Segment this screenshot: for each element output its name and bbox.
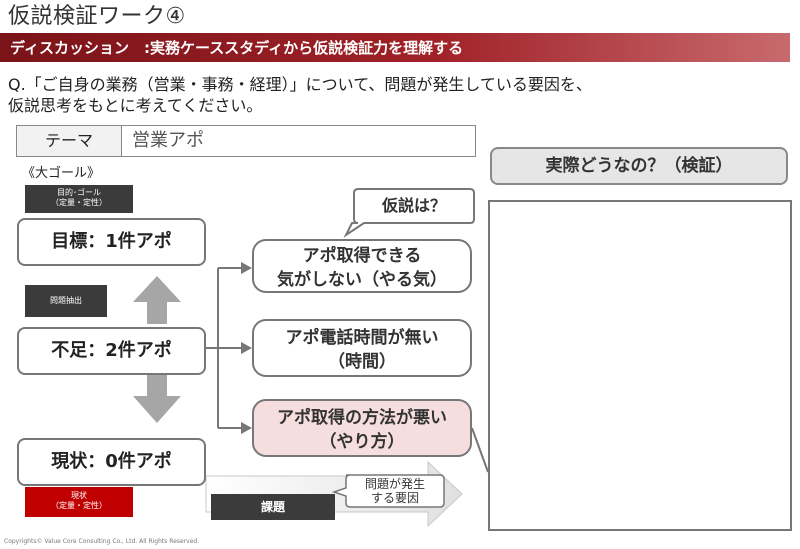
kadai-label: 課題 — [211, 494, 335, 520]
current-box: 現状：0件アポ — [17, 438, 206, 486]
hypothesis-line-1: アポ電話時間が無い — [285, 328, 439, 348]
current-tag-line-2: （定量・定性） — [51, 501, 107, 510]
cause-bubble-line-1: 問題が発生 — [364, 477, 425, 491]
verify-link-line — [471, 427, 489, 473]
goal-box: 目標：1件アポ — [17, 218, 206, 266]
hypothesis-bubble-shape — [343, 188, 475, 238]
hypothesis-line-2: 気がしない（やる気） — [277, 270, 447, 290]
arrow-head-icon — [241, 262, 252, 274]
theme-value: 営業アポ — [132, 130, 204, 151]
hypothesis-method: アポ取得の方法が悪い （やり方） — [252, 399, 472, 457]
up-down-arrow-icon — [133, 276, 181, 423]
goal-tag: 目的･ゴール （定量・定性） — [25, 185, 133, 213]
theme-label: テーマ — [17, 126, 122, 156]
goal-tag-line-1: 目的･ゴール — [57, 188, 101, 197]
arrow-head-icon — [241, 422, 252, 434]
hypothesis-line-2: （やり方） — [319, 432, 405, 452]
banner-text: ディスカッション :実務ケーススタディから仮説検証力を理解する — [10, 39, 464, 57]
current-tag: 現状 （定量・定性） — [25, 487, 133, 517]
verify-area[interactable] — [488, 200, 792, 531]
hypothesis-time: アポ電話時間が無い （時間） — [252, 319, 472, 377]
hypothesis-bubble: 仮説は？ — [381, 196, 446, 215]
hypothesis-line-1: アポ取得の方法が悪い — [277, 408, 447, 428]
goal-tag-line-2: （定量・定性） — [51, 198, 107, 207]
page-title: 仮説検証ワーク④ — [8, 4, 186, 29]
hypothesis-line-2: （時間） — [328, 352, 396, 372]
copyright-footer: Copyrights© Value Core Consulting Co., L… — [4, 538, 200, 545]
question-line-1: Q.「ご自身の業務（営業・事務・経理）」について、問題が発生している要因を、 — [8, 75, 592, 94]
cause-bubble: 問題が発生 する要因 — [348, 477, 442, 505]
cause-bubble-line-2: する要因 — [370, 491, 419, 505]
section-banner — [0, 33, 790, 62]
cause-bubble-shape — [331, 474, 445, 508]
problem-tag: 問題抽出 — [25, 285, 107, 317]
goal-caption: 《大ゴール》 — [22, 166, 101, 181]
question-line-2: 仮説思考をもとに考えてください。 — [8, 96, 263, 115]
bracket-connector — [204, 267, 246, 429]
hypothesis-line-1: アポ取得できる — [302, 246, 422, 266]
arrow-head-icon — [241, 342, 252, 354]
hypothesis-motivation: アポ取得できる 気がしない（やる気） — [252, 239, 472, 293]
question-text: Q.「ご自身の業務（営業・事務・経理）」について、問題が発生している要因を、 仮… — [8, 74, 768, 116]
shortage-box: 不足：2件アポ — [17, 327, 206, 375]
verify-header: 実際どうなの？（検証） — [490, 147, 788, 185]
current-tag-line-1: 現状 — [71, 491, 87, 500]
